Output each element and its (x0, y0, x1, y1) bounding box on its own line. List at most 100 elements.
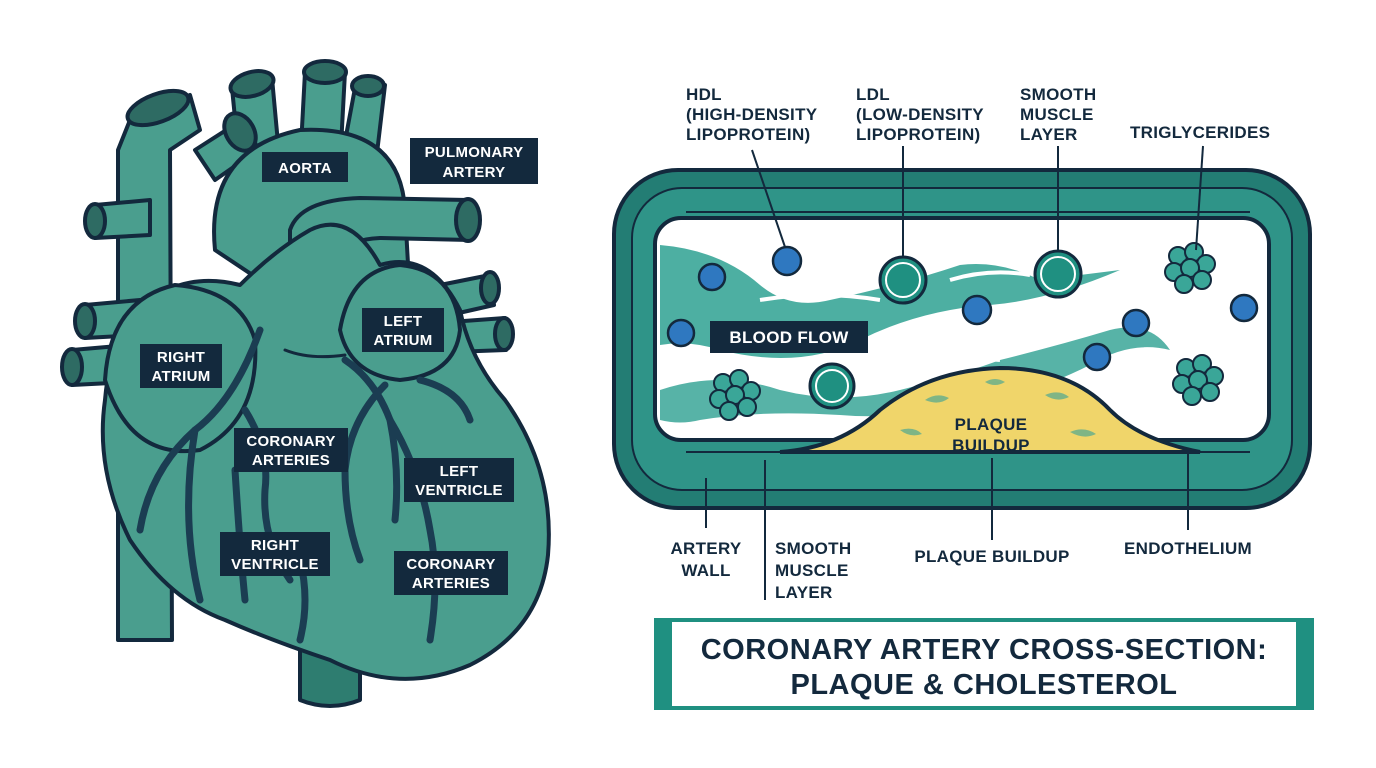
label-pulmonary-artery: PULMONARY ARTERY (410, 138, 538, 184)
plaque-texture (900, 379, 1096, 437)
particle (1082, 342, 1112, 372)
cluster-ball (1200, 382, 1220, 402)
particle (1121, 308, 1151, 338)
cluster-ball (737, 397, 757, 417)
lipoprotein-particles (666, 245, 1259, 372)
cluster-ball (1182, 386, 1202, 406)
label-bg (234, 428, 348, 472)
left-ventricle-label-line1: LEFT (440, 463, 479, 480)
leader-triglycerides (1195, 145, 1204, 251)
plaque-fleck (900, 428, 922, 436)
cluster-ball (1174, 274, 1194, 294)
aorta-label: AORTA (278, 160, 332, 177)
label-left-ventricle: LEFT VENTRICLE (404, 458, 514, 502)
label-bg (362, 308, 444, 352)
triglyceride-cluster (1164, 242, 1216, 294)
title-box-border (654, 618, 1314, 710)
plaque-inner-label-line2: BUILDUP (952, 436, 1030, 455)
plaque-fleck (1070, 429, 1096, 437)
coronary-arteries-lower-label-line2: ARTERIES (412, 575, 490, 592)
vein-opening (60, 347, 84, 387)
title-line1: CORONARY ARTERY CROSS-SECTION: (701, 634, 1268, 666)
artery-wall-label-line2: WALL (681, 561, 730, 580)
smooth-muscle-bottom-label-line3: LAYER (775, 583, 833, 602)
coronary-vessel (185, 426, 204, 604)
title-line2: PLAQUE & CHOLESTEROL (790, 669, 1177, 701)
label-bg (140, 344, 222, 388)
plaque-buildup-label: PLAQUE BUILDUP (914, 547, 1069, 566)
blood-flow-label: BLOOD FLOW (729, 328, 849, 347)
right-ventricle-label-line2: VENTRICLE (231, 556, 319, 573)
plaque-fleck (925, 395, 949, 403)
vein-opening (83, 202, 107, 240)
triglyceride-clusters (709, 242, 1224, 421)
label-bg (220, 532, 330, 576)
smooth-muscle-top-label-line3: LAYER (1020, 125, 1078, 144)
particle (697, 262, 727, 292)
ldl-particle-rings (815, 256, 1076, 403)
plaque-fleck (1045, 392, 1069, 400)
smooth-muscle-bottom-label-line1: SMOOTH (775, 539, 851, 558)
right-ventricle-label-line1: RIGHT (251, 537, 299, 554)
coronary-arteries-upper-label-line2: ARTERIES (252, 452, 330, 469)
svc-opening (125, 88, 191, 128)
label-bg (710, 321, 868, 353)
label-aorta: AORTA (262, 152, 348, 182)
label-left-atrium: LEFT ATRIUM (362, 308, 444, 352)
triglyceride-cluster (709, 369, 761, 421)
label-bg (262, 152, 348, 182)
label-coronary-arteries-upper: CORONARY ARTERIES (234, 428, 348, 472)
flow-stream (660, 327, 1170, 423)
vessel-opening (350, 74, 386, 98)
vein-opening (73, 302, 97, 340)
label-blood-flow: BLOOD FLOW (710, 321, 868, 353)
coronary-vessel (386, 416, 439, 644)
right-atrium-label-line1: RIGHT (157, 349, 205, 366)
particle (961, 294, 993, 326)
ldl-ring (1040, 256, 1076, 292)
leader-lines (705, 145, 1204, 600)
ldl-label-line1: LDL (856, 85, 890, 104)
smooth-muscle-bottom-label-line2: MUSCLE (775, 561, 849, 580)
flow-highlight (899, 356, 1001, 372)
ldl-label-line2: (LOW-DENSITY (856, 105, 984, 124)
label-right-atrium: RIGHT ATRIUM (140, 344, 222, 388)
vein-opening (479, 270, 501, 306)
cluster-ball (719, 401, 739, 421)
title-box: CORONARY ARTERY CROSS-SECTION: PLAQUE & … (654, 618, 1314, 710)
label-coronary-arteries-lower: CORONARY ARTERIES (394, 551, 508, 595)
label-bg (394, 551, 508, 595)
hdl-label-line3: LIPOPROTEIN) (686, 125, 811, 144)
plaque-fleck (985, 379, 1005, 385)
label-bg (404, 458, 514, 502)
coronary-vessel (416, 376, 474, 424)
hdl-label-line2: (HIGH-DENSITY (686, 105, 818, 124)
label-right-ventricle: RIGHT VENTRICLE (220, 532, 330, 576)
smooth-muscle-top-label-line2: MUSCLE (1020, 105, 1094, 124)
flow-highlight (759, 293, 881, 302)
label-plaque-inner: PLAQUE BUILDUP (952, 415, 1030, 455)
pulmonary-artery-label-line1: PULMONARY (425, 144, 524, 161)
cluster-ball (1192, 270, 1212, 290)
coronary-arteries-upper-label-line1: CORONARY (246, 433, 335, 450)
bottom-labels: ARTERY WALL SMOOTH MUSCLE LAYER PLAQUE B… (670, 539, 1251, 602)
right-atrium-label-line2: ATRIUM (151, 368, 210, 385)
plaque-buildup (779, 365, 1201, 454)
particle (1229, 293, 1259, 323)
vessel-opening (302, 59, 348, 85)
coronary-arteries-lower-label-line1: CORONARY (406, 556, 495, 573)
label-bg (410, 138, 538, 184)
smooth-muscle-top-label-line1: SMOOTH (1020, 85, 1096, 104)
ldl-label-line3: LIPOPROTEIN) (856, 125, 981, 144)
particle (771, 245, 803, 277)
vein-opening (493, 316, 515, 352)
hdl-label-line1: HDL (686, 85, 722, 104)
left-atrium-label-line2: ATRIUM (373, 332, 432, 349)
triglycerides-label: TRIGLYCERIDES (1130, 123, 1270, 142)
top-labels: HDL (HIGH-DENSITY LIPOPROTEIN) LDL (LOW-… (686, 85, 1270, 144)
pulmonary-artery-label-line2: ARTERY (443, 164, 506, 181)
heart-labels: AORTA PULMONARY ARTERY RIGHT ATRIUM LEFT… (140, 138, 538, 595)
flow-highlight (949, 270, 1031, 282)
title-accent-right (1296, 620, 1312, 708)
ldl-ring (885, 262, 921, 298)
